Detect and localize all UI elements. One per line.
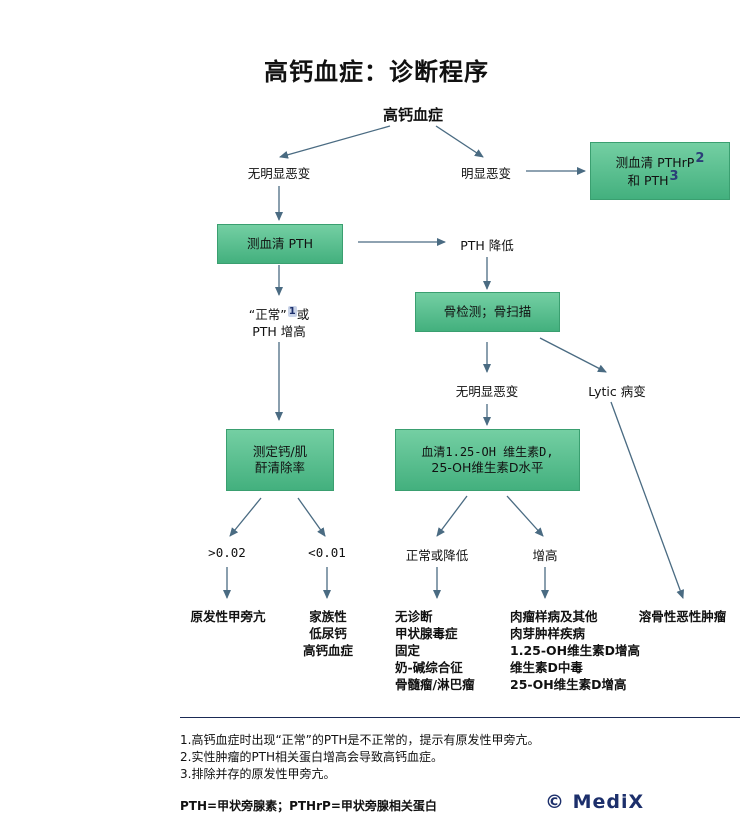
result-line: 肉瘤样病及其他 — [510, 609, 598, 624]
page-title: 高钙血症：诊断程序 — [264, 57, 489, 86]
result-no-diagnosis: 无诊断 甲状腺毒症 固定 奶-碱综合征 骨髓瘤/淋巴瘤 — [395, 608, 505, 693]
footnotes: 1.高钙血症时出现“正常”的PTH是不正常的，提示有原发性甲旁亢。 2.实性肿瘤… — [180, 732, 539, 783]
node-obvious-malignancy: 明显恶变 — [460, 166, 511, 181]
pthrp-line1: 测血清 PTHrP2 — [615, 150, 705, 170]
result-osteolytic: 溶骨性恶性肿瘤 — [630, 608, 735, 625]
result-line: 肉芽肿样疾病 — [510, 626, 586, 641]
normal-line2: PTH 增高 — [252, 324, 306, 340]
result-familial: 家族性 低尿钙 高钙血症 — [292, 608, 364, 659]
node-increased: 增高 — [532, 548, 558, 563]
vitd-line1: 血清1.25-OH 维生素D, — [421, 445, 554, 459]
footnote-ref-2: 2 — [695, 150, 705, 166]
result-line: 1.25-OH维生素D增高 — [510, 643, 640, 658]
node-normal-or-low: 正常或降低 — [405, 548, 469, 563]
footnote-ref-3: 3 — [669, 169, 679, 184]
measure-pth-label: 测血清 PTH — [246, 236, 314, 251]
result-line: 维生素D中毒 — [510, 660, 583, 675]
result-primary-hpt: 原发性甲旁亢 — [178, 608, 278, 625]
node-lytic: Lytic 病变 — [588, 384, 646, 399]
medix-logo: © MediX — [545, 791, 645, 813]
node-no-malignancy: 无明显恶变 — [247, 166, 311, 181]
vitd-line2: 25-OH维生素D水平 — [431, 460, 544, 475]
footnote-3: 3.排除并存的原发性甲旁亢。 — [180, 767, 336, 781]
node-pth-low: PTH 降低 — [460, 238, 514, 253]
normal-line1: “正常”1或 — [248, 306, 310, 323]
result-line: 25-OH维生素D增高 — [510, 677, 627, 692]
box-measure-pthrp: 测血清 PTHrP2 和 PTH3 — [590, 142, 730, 200]
abbreviations: PTH=甲状旁腺素；PTHrP=甲状旁腺相关蛋白 — [180, 799, 437, 813]
result-line: 溶骨性恶性肿瘤 — [638, 609, 727, 624]
arrow-root-to-malignancy — [435, 125, 484, 158]
node-hypercalcemia: 高钙血症 — [382, 106, 443, 124]
arrow-root-to-no-malignancy — [279, 125, 391, 159]
node-ratio-gt: >0.02 — [208, 545, 246, 560]
footnote-divider — [180, 717, 740, 718]
result-line: 原发性甲旁亢 — [190, 609, 266, 624]
result-line: 固定 — [395, 643, 421, 658]
pthrp-line2: 和 PTH3 — [627, 169, 679, 189]
result-line: 无诊断 — [395, 609, 433, 624]
footnote-ref-1: 1 — [287, 306, 297, 317]
result-line: 高钙血症 — [302, 643, 353, 658]
ca-cr-line1: 测定钙/肌 — [252, 444, 308, 459]
arrow-ca-cr-to-gt — [229, 497, 262, 537]
node-normal-or-high: “正常”1或 PTH 增高 — [219, 306, 339, 340]
result-line: 骨髓瘤/淋巴瘤 — [395, 677, 475, 692]
ca-cr-line2: 酐清除率 — [254, 460, 305, 475]
result-line: 低尿钙 — [309, 626, 347, 641]
arrow-vitd-to-normal-low — [436, 495, 468, 537]
arrow-bone-to-lytic — [539, 337, 607, 373]
arrow-ca-cr-to-lt — [297, 497, 326, 537]
box-measure-pth: 测血清 PTH — [217, 224, 343, 264]
arrow-lytic-to-osteolytic — [610, 401, 684, 599]
footnote-2: 2.实性肿瘤的PTH相关蛋白增高会导致高钙血症。 — [180, 750, 444, 764]
result-line: 家族性 — [309, 609, 347, 624]
footnote-1: 1.高钙血症时出现“正常”的PTH是不正常的，提示有原发性甲旁亢。 — [180, 733, 540, 747]
result-granuloma: 肉瘤样病及其他 肉芽肿样疾病 1.25-OH维生素D增高 维生素D中毒 25-O… — [510, 608, 650, 693]
box-vitamin-d: 血清1.25-OH 维生素D, 25-OH维生素D水平 — [395, 429, 580, 491]
node-ratio-lt: <0.01 — [308, 545, 346, 560]
result-line: 奶-碱综合征 — [395, 660, 463, 675]
box-ca-cr-clearance: 测定钙/肌 酐清除率 — [226, 429, 334, 491]
result-line: 甲状腺毒症 — [395, 626, 458, 641]
box-bone-scan: 骨检测；骨扫描 — [415, 292, 560, 332]
arrow-vitd-to-increased — [506, 495, 544, 537]
node-no-malignancy-2: 无明显恶变 — [455, 384, 519, 399]
bone-scan-label: 骨检测；骨扫描 — [443, 304, 532, 319]
